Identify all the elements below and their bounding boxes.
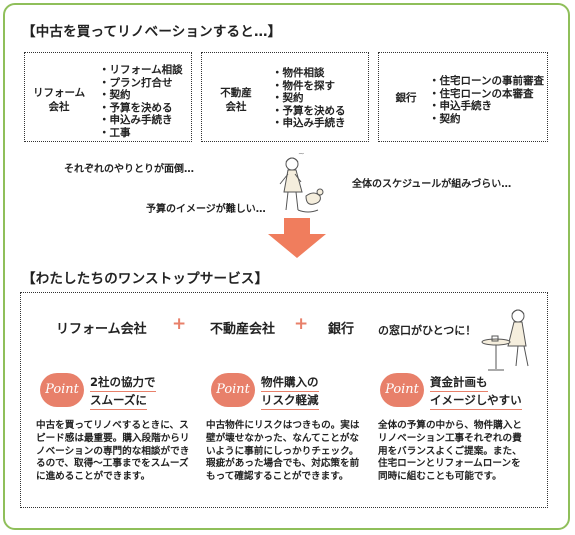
cafe-woman-illustration — [481, 309, 529, 371]
svg-text:~: ~ — [298, 149, 305, 158]
box-reform-list: リフォーム相談 プラン打合せ 契約 予算を決める 申込み手続き 工事 — [99, 64, 183, 139]
note-middle: 予算のイメージが難しい… — [146, 204, 266, 215]
list-item: 申込み手続き — [272, 117, 346, 130]
list-item: 予算を決める — [99, 102, 183, 115]
point-body: 全体の予算の中から、物件購入とリノベーション工事それぞれの費用をバランスよくご提… — [378, 420, 522, 483]
point-title-line2: スムーズに — [90, 392, 147, 410]
plus-icon: + — [294, 314, 309, 334]
point-title-line2: イメージしやすい — [430, 392, 522, 410]
list-item: プラン打合せ — [99, 77, 183, 90]
box-bank-list: 住宅ローンの事前審査 住宅ローンの本審査 申込手続き 契約 — [429, 75, 544, 125]
plus-icon: + — [172, 314, 187, 334]
list-item: 予算を決める — [272, 105, 346, 118]
box-bank-label: 銀行 — [395, 92, 417, 104]
service-suffix: の窓口がひとつに！ — [378, 324, 477, 337]
point-title: 2社の協力で スムーズに — [90, 374, 156, 410]
box-reform-label: リフォーム 会社 — [33, 87, 86, 113]
box-reform: リフォーム 会社 リフォーム相談 プラン打合せ 契約 予算を決める 申込み手続き… — [24, 52, 192, 142]
box-realestate-list: 物件相談 物件を探す 契約 予算を決める 申込み手続き — [272, 67, 346, 130]
point-badge: Point — [40, 373, 84, 407]
list-item: 契約 — [99, 89, 183, 102]
list-item: 申込手続き — [429, 100, 544, 113]
list-item: 工事 — [99, 127, 183, 140]
point-badge: Point — [211, 373, 255, 407]
box-bank: 銀行 住宅ローンの事前審査 住宅ローンの本審査 申込手続き 契約 — [378, 52, 548, 142]
woman-with-dog-illustration: ~ — [279, 149, 324, 213]
note-left: それぞれのやりとりが面倒… — [64, 164, 194, 175]
service-reform: リフォーム会社 — [56, 322, 147, 337]
list-item: リフォーム相談 — [99, 64, 183, 77]
list-item: 契約 — [272, 92, 346, 105]
list-item: 契約 — [429, 113, 544, 126]
box-realestate-label: 不動産 会社 — [220, 87, 252, 113]
box-realestate: 不動産 会社 物件相談 物件を探す 契約 予算を決める 申込み手続き — [201, 52, 369, 142]
list-item: 住宅ローンの本審査 — [429, 88, 544, 101]
down-arrow-icon — [268, 218, 326, 258]
service-realestate: 不動産会社 — [210, 322, 276, 337]
list-item: 物件相談 — [272, 67, 346, 80]
point-body: 中古を買ってリノベするときに、スピード感は最重要。購入段階からリノベーションの専… — [36, 420, 190, 483]
list-item: 住宅ローンの事前審査 — [429, 75, 544, 88]
one-stop-box — [20, 292, 548, 508]
point-title-line1: 2社の協力で — [90, 374, 156, 392]
point-badge: Point — [380, 373, 424, 407]
list-item: 物件を探す — [272, 80, 346, 93]
outer-frame — [3, 3, 570, 530]
point-title-line1: 物件購入の — [261, 374, 319, 392]
point-title: 物件購入の リスク軽減 — [261, 374, 319, 410]
point-title: 資金計画も イメージしやすい — [430, 374, 522, 410]
list-item: 申込み手続き — [99, 114, 183, 127]
point-title-line1: 資金計画も — [430, 374, 488, 392]
section-title-top: 【中古を買ってリノベーションすると…】 — [22, 24, 282, 40]
note-right: 全体のスケジュールが組みづらい… — [352, 179, 512, 190]
point-title-line2: リスク軽減 — [261, 392, 319, 410]
service-bank: 銀行 — [328, 322, 355, 337]
point-body: 中古物件にリスクはつきもの。実は壁が壊せなかった、なんてことがないように事前にし… — [206, 420, 360, 483]
section-title-bottom: 【わたしたちのワンストップサービス】 — [22, 271, 269, 287]
